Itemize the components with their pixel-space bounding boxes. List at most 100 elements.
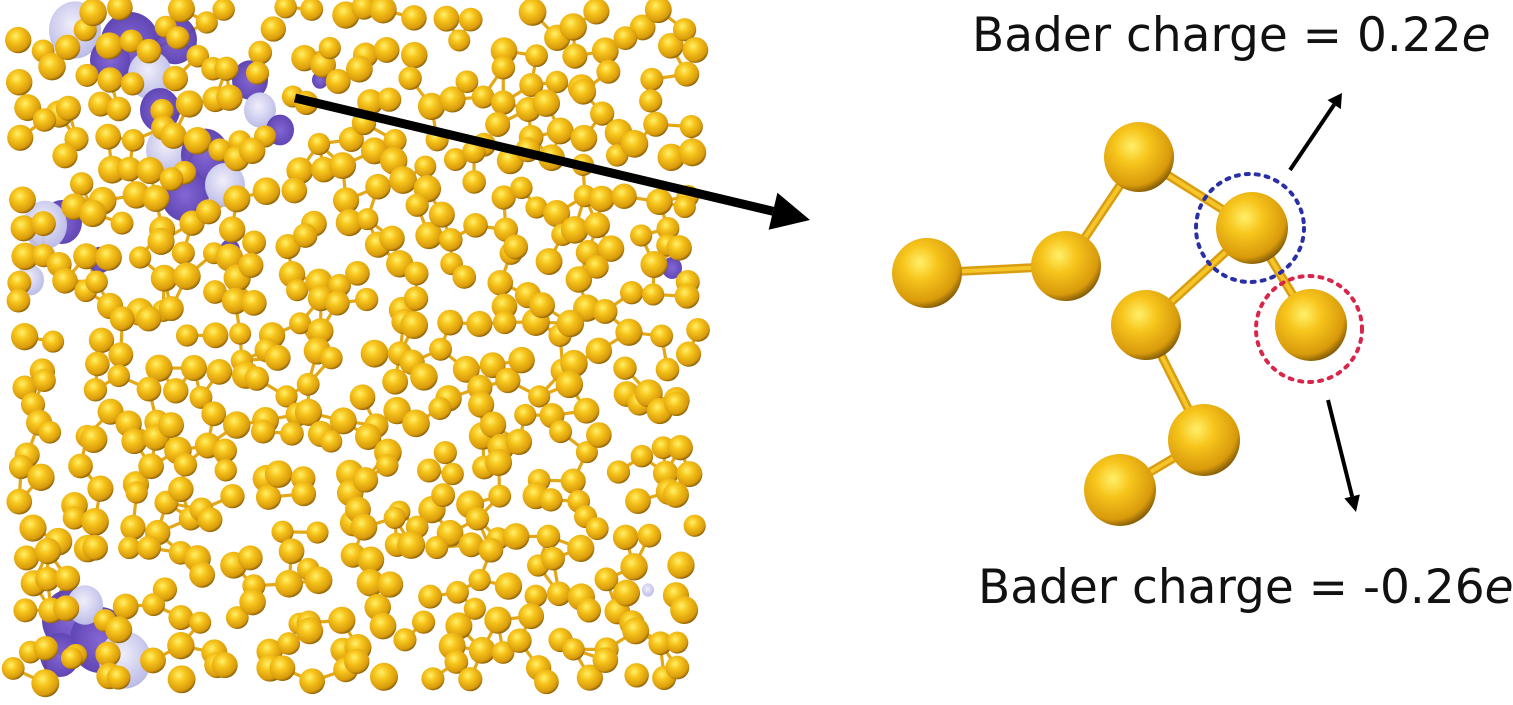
atom xyxy=(613,580,640,607)
atom xyxy=(557,310,584,337)
atom xyxy=(79,200,106,227)
atom xyxy=(622,617,649,644)
atom xyxy=(686,318,710,342)
atom xyxy=(206,359,232,385)
charge-unit-e: e xyxy=(1462,8,1491,63)
atom xyxy=(320,347,343,370)
atom xyxy=(674,196,696,218)
bader-charge-positive-text: Bader charge = 0.22 xyxy=(972,8,1462,63)
atom xyxy=(220,484,244,508)
atom xyxy=(613,26,637,50)
atom xyxy=(308,133,330,155)
atom xyxy=(625,488,651,514)
atom xyxy=(251,419,275,443)
atom xyxy=(398,67,421,90)
atom xyxy=(325,291,350,316)
atom xyxy=(374,37,400,63)
atom xyxy=(274,0,296,18)
atom xyxy=(428,397,451,420)
atom xyxy=(137,39,162,64)
atom xyxy=(529,292,555,318)
atom xyxy=(452,265,476,289)
atom xyxy=(34,636,59,661)
atom xyxy=(377,571,403,597)
atom xyxy=(239,138,265,164)
atom xyxy=(172,241,195,264)
atom xyxy=(507,628,531,652)
atom xyxy=(167,632,194,659)
atom xyxy=(469,637,496,664)
atom xyxy=(107,666,131,690)
atom xyxy=(586,338,612,364)
atom xyxy=(620,553,647,580)
atom xyxy=(615,319,642,346)
atom xyxy=(214,57,238,81)
atom xyxy=(510,177,532,199)
atom xyxy=(129,246,151,268)
atom xyxy=(459,8,483,32)
atom xyxy=(534,669,559,694)
atom xyxy=(377,88,401,112)
atom xyxy=(113,594,139,620)
atom xyxy=(239,589,266,616)
atom xyxy=(650,324,673,347)
atom xyxy=(160,122,186,148)
atom xyxy=(189,562,215,588)
atom xyxy=(256,485,281,510)
atom xyxy=(667,552,694,579)
atom xyxy=(418,585,442,609)
atom xyxy=(351,514,378,541)
atom xyxy=(265,460,293,488)
atom xyxy=(571,125,598,152)
atom xyxy=(6,489,32,515)
fragment-atom-a7 xyxy=(1168,404,1240,476)
atom xyxy=(384,507,406,529)
atom xyxy=(631,445,654,468)
atom xyxy=(646,189,672,215)
atom xyxy=(547,581,572,606)
atom xyxy=(291,481,316,506)
atom xyxy=(656,358,680,382)
atom xyxy=(270,655,296,681)
atom xyxy=(361,340,389,368)
atom xyxy=(593,647,619,673)
amorphous-network xyxy=(2,0,710,697)
fragment-atom-a8 xyxy=(1084,454,1156,526)
atom xyxy=(82,535,108,561)
atom xyxy=(429,338,452,361)
atom xyxy=(613,525,639,551)
atom xyxy=(147,228,174,255)
atom xyxy=(35,538,61,564)
atom xyxy=(173,262,201,290)
atom xyxy=(639,89,662,112)
atom xyxy=(280,422,304,446)
atom xyxy=(485,449,512,476)
atom xyxy=(120,515,145,540)
atom xyxy=(479,538,504,563)
atom xyxy=(400,311,428,339)
atom xyxy=(429,202,455,228)
atom xyxy=(448,29,470,51)
atom xyxy=(674,62,699,87)
atom xyxy=(248,41,272,65)
atom xyxy=(421,667,444,690)
atom xyxy=(562,44,587,69)
atom xyxy=(163,378,188,403)
atom xyxy=(52,143,77,168)
atom xyxy=(189,612,211,634)
atom xyxy=(95,124,121,150)
atom xyxy=(434,6,460,32)
fragment-atom-a3 xyxy=(1104,122,1174,192)
atom xyxy=(583,0,609,24)
atom xyxy=(539,488,562,511)
atom xyxy=(160,167,184,191)
atom xyxy=(640,68,663,91)
atom xyxy=(198,507,223,532)
atom xyxy=(320,430,342,452)
atom xyxy=(573,398,599,424)
atom xyxy=(441,463,463,485)
atom xyxy=(487,270,513,296)
atom xyxy=(562,638,584,660)
atom xyxy=(38,421,61,444)
atom xyxy=(121,428,147,454)
